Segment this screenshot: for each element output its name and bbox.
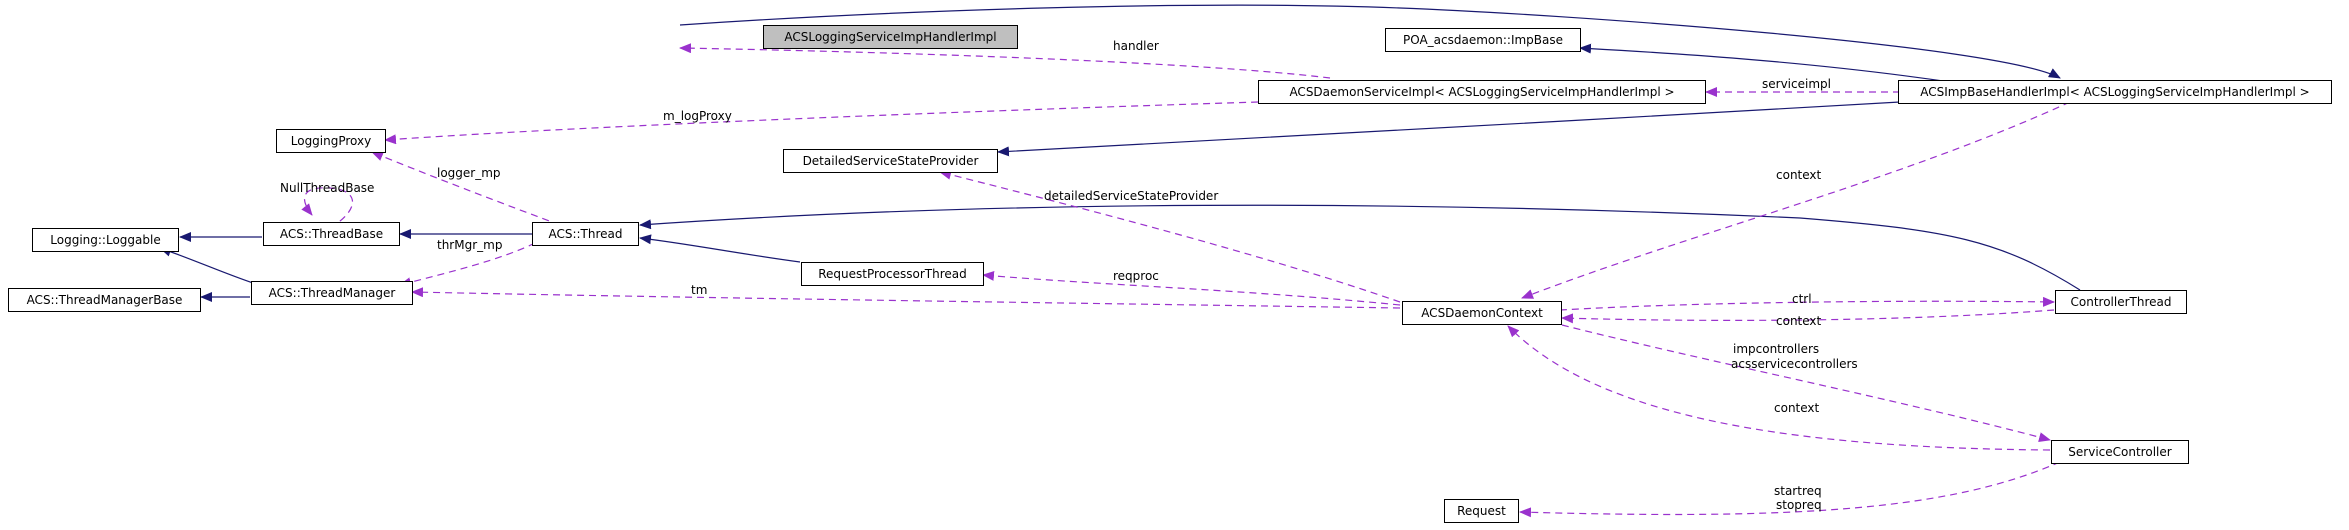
edge-logproxy-usage	[384, 101, 1259, 145]
label-context-top: context	[1776, 168, 1822, 182]
edge-impbasehandler-to-detailed-provider	[997, 101, 1901, 157]
edge-reqproc-usage	[982, 270, 1401, 306]
label-handler: handler	[1113, 39, 1159, 53]
edge-tm-usage	[411, 287, 1401, 309]
node-service-controller[interactable]: ServiceController	[2051, 440, 2189, 464]
label-context-service: context	[1774, 401, 1820, 415]
edge-thrmgr-usage	[399, 242, 536, 288]
edge-controllers-usage	[1561, 324, 2051, 442]
edge-logger-mp-usage	[371, 151, 561, 226]
node-request[interactable]: Request	[1444, 499, 1519, 523]
label-serviceimpl: serviceimpl	[1762, 77, 1831, 91]
edge-controller-to-thread	[639, 204, 2081, 291]
edge-context-service-usage	[1507, 325, 2051, 451]
edge-reqprocthread-to-thread	[639, 234, 801, 263]
node-thread[interactable]: ACS::Thread	[532, 222, 639, 246]
node-detailed-state-provider[interactable]: DetailedServiceStateProvider	[783, 149, 998, 173]
edge-detailed-provider-usage	[939, 169, 1401, 303]
edge-threadmanager-to-loggable	[159, 246, 263, 287]
edge-context-top-usage	[1521, 101, 2071, 299]
edge-impbasehandler-to-poa-impbase	[1579, 43, 1951, 83]
node-poa-impbase[interactable]: POA_acsdaemon::ImpBase	[1385, 28, 1581, 52]
edge-handler-usage	[679, 43, 1331, 79]
label-startreq: startreq	[1774, 484, 1822, 498]
label-stopreq: stopreq	[1776, 498, 1822, 512]
node-thread-base[interactable]: ACS::ThreadBase	[263, 222, 400, 246]
label-tm: tm	[691, 283, 708, 297]
node-logging-proxy[interactable]: LoggingProxy	[276, 129, 386, 153]
edge-context-ctrl-usage	[1561, 309, 2055, 324]
node-daemon-service-impl[interactable]: ACSDaemonServiceImpl< ACSLoggingServiceI…	[1258, 80, 1706, 104]
label-reqproc: reqproc	[1113, 269, 1159, 283]
edge-startreq-usage	[1519, 461, 2061, 518]
node-request-processor-thread[interactable]: RequestProcessorThread	[801, 262, 984, 286]
label-impcontrollers: impcontrollers	[1733, 342, 1820, 356]
label-detailed-state-provider: detailedServiceStateProvider	[1044, 189, 1219, 203]
label-acsservicecontrollers: acsservicecontrollers	[1731, 357, 1858, 371]
label-thr-mgr-mp: thrMgr_mp	[437, 238, 503, 252]
label-ctrl: ctrl	[1792, 292, 1812, 306]
edge-nullthreadbase-selfloop	[301, 187, 354, 229]
node-acs-logging-handler[interactable]: ACSLoggingServiceImpHandlerImpl	[763, 25, 1018, 49]
label-context-ctrl: context	[1776, 314, 1822, 328]
node-controller-thread[interactable]: ControllerThread	[2055, 290, 2187, 314]
node-daemon-context[interactable]: ACSDaemonContext	[1402, 301, 1562, 325]
label-null-thread-base: NullThreadBase	[280, 181, 375, 195]
node-loggable[interactable]: Logging::Loggable	[32, 228, 179, 252]
node-imp-base-handler[interactable]: ACSImpBaseHandlerImpl< ACSLoggingService…	[1898, 80, 2332, 104]
label-logger-mp: logger_mp	[437, 166, 501, 180]
node-thread-manager[interactable]: ACS::ThreadManager	[251, 281, 413, 305]
node-thread-manager-base[interactable]: ACS::ThreadManagerBase	[8, 288, 201, 312]
label-m-log-proxy: m_logProxy	[663, 109, 732, 123]
edge-ctrl-usage	[1559, 296, 2055, 311]
edge-handler-to-impbasehandler	[679, 4, 2061, 79]
